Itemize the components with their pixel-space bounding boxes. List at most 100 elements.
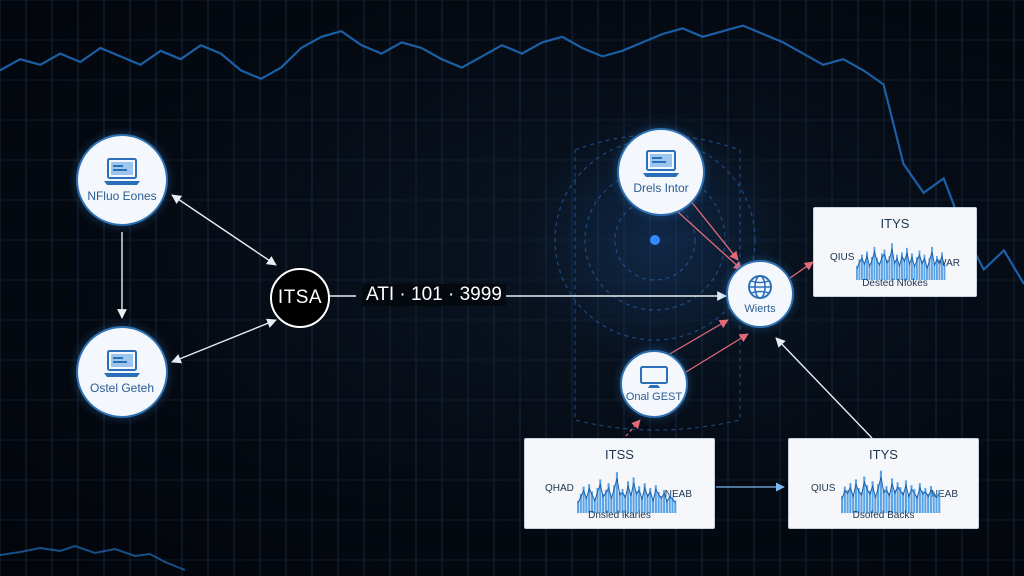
bar bbox=[652, 498, 655, 513]
bar bbox=[921, 260, 923, 280]
laptop-icon bbox=[643, 150, 679, 177]
bar bbox=[871, 257, 873, 280]
node-nfluo-eones[interactable]: NFluo Eones bbox=[76, 134, 168, 226]
trend-line bbox=[856, 248, 945, 271]
bar bbox=[610, 495, 613, 513]
bar bbox=[910, 485, 913, 513]
bar bbox=[913, 264, 916, 280]
bar bbox=[615, 472, 618, 513]
bar bbox=[582, 486, 585, 513]
panel-left-label: QHAD bbox=[545, 483, 574, 494]
bar bbox=[638, 486, 641, 513]
bar bbox=[632, 477, 635, 513]
bar bbox=[860, 491, 863, 513]
panel-itys-top[interactable]: ITYS QIUS WAR Dested Nfokes bbox=[813, 207, 977, 297]
node-label: Drels Intor bbox=[633, 181, 689, 195]
monitor-icon bbox=[640, 366, 668, 388]
bar bbox=[618, 491, 621, 513]
bar bbox=[918, 483, 921, 513]
panel-right-label: WAR bbox=[937, 258, 960, 269]
bar bbox=[858, 259, 861, 280]
panel-right-label: NEAB bbox=[930, 489, 958, 500]
panel-itss-bottom[interactable]: ITSS QHAD NEAB Dnsled lkaries bbox=[524, 438, 715, 529]
bar bbox=[885, 486, 888, 513]
bar bbox=[579, 493, 582, 513]
bar bbox=[916, 257, 918, 280]
bar bbox=[852, 493, 855, 513]
bar bbox=[621, 489, 624, 513]
panel-right-label: NEAB bbox=[664, 489, 692, 500]
bar bbox=[891, 478, 894, 513]
bar bbox=[604, 489, 607, 513]
bar bbox=[871, 481, 874, 513]
node-label: Ostel Geteh bbox=[89, 381, 155, 395]
bar bbox=[904, 480, 907, 513]
bar bbox=[941, 252, 943, 280]
bar bbox=[888, 492, 891, 513]
bar bbox=[868, 490, 871, 513]
bar bbox=[921, 490, 924, 513]
bar bbox=[577, 501, 580, 513]
bar bbox=[913, 489, 916, 513]
bar bbox=[671, 497, 674, 513]
bar bbox=[918, 250, 921, 280]
background-line-bottom bbox=[0, 544, 186, 571]
node-label: Wierts bbox=[744, 303, 776, 315]
bar bbox=[896, 254, 898, 280]
bar bbox=[878, 262, 881, 280]
laptop-icon bbox=[104, 350, 140, 377]
bar bbox=[907, 493, 910, 513]
bar bbox=[635, 490, 638, 513]
bar bbox=[888, 256, 891, 280]
bar bbox=[868, 263, 871, 280]
panel-itys-bottom[interactable]: ITYS QIUS NEAB Dsofed Backs bbox=[788, 438, 979, 529]
bar bbox=[665, 499, 668, 513]
bar bbox=[927, 493, 930, 513]
bar bbox=[841, 496, 844, 513]
globe-icon bbox=[748, 275, 772, 299]
bar bbox=[861, 254, 863, 280]
bar bbox=[928, 257, 931, 280]
bar bbox=[899, 487, 902, 513]
node-ostel-geteh[interactable]: Ostel Geteh bbox=[76, 326, 168, 418]
laptop-icon bbox=[104, 158, 140, 185]
panel-bar-chart bbox=[841, 470, 941, 513]
bar bbox=[663, 489, 666, 513]
bar bbox=[891, 243, 893, 280]
trend-line bbox=[841, 476, 940, 500]
bar bbox=[846, 489, 849, 513]
panel-bar-chart bbox=[856, 243, 946, 280]
node-label: NFluo Eones bbox=[87, 189, 157, 203]
bar bbox=[593, 498, 596, 513]
bar bbox=[866, 251, 868, 280]
panel-footer: Dnsled lkaries bbox=[588, 510, 651, 521]
bar bbox=[893, 489, 896, 513]
bar bbox=[843, 486, 846, 513]
bar bbox=[856, 266, 858, 280]
bar bbox=[640, 496, 643, 513]
bar bbox=[649, 488, 652, 513]
hub-itsa[interactable]: ITSA bbox=[270, 268, 330, 328]
bar bbox=[588, 484, 591, 513]
bar bbox=[627, 481, 630, 513]
bar bbox=[931, 246, 933, 280]
bar bbox=[607, 483, 610, 513]
bar bbox=[629, 492, 632, 513]
panel-bar-chart bbox=[577, 472, 677, 513]
node-drels-intor[interactable]: Drels Intor bbox=[617, 128, 705, 216]
bar bbox=[924, 488, 927, 513]
panel-title: ITYS bbox=[869, 447, 898, 462]
panel-left-label: QIUS bbox=[830, 252, 855, 263]
bar bbox=[908, 261, 911, 280]
bar bbox=[849, 483, 852, 513]
bar bbox=[879, 470, 882, 513]
node-onal-gest[interactable]: Onal GEST bbox=[620, 350, 688, 418]
panel-left-label: QIUS bbox=[811, 483, 836, 494]
bar bbox=[643, 483, 646, 513]
hub-label: ITSA bbox=[277, 287, 323, 308]
bar bbox=[654, 485, 657, 513]
bar bbox=[902, 491, 905, 513]
bar bbox=[881, 253, 883, 280]
node-wierts[interactable]: Wierts bbox=[726, 260, 794, 328]
bar bbox=[938, 259, 941, 280]
